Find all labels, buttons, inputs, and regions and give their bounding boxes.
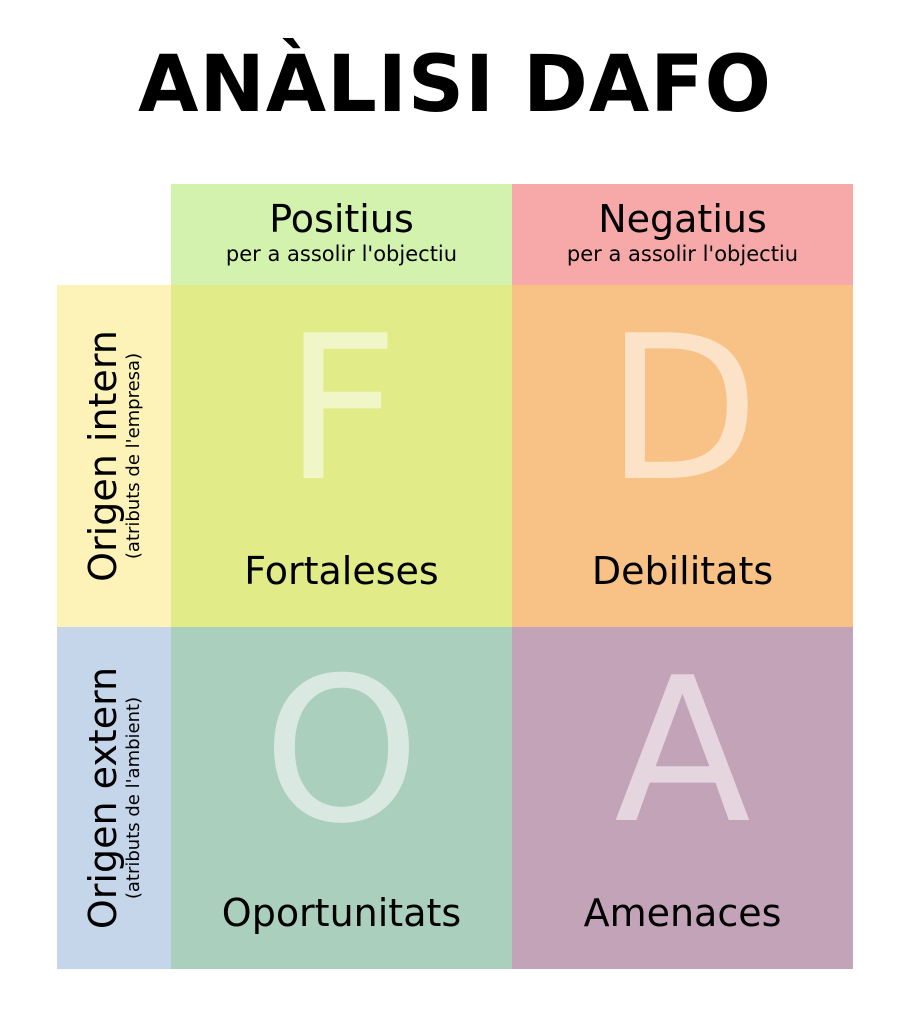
cell-label: Debilitats	[591, 549, 774, 593]
cell-opportunities: O Oportunitats	[171, 627, 512, 969]
cell-strengths: F Fortaleses	[171, 285, 512, 627]
cell-label: Amenaces	[583, 891, 782, 935]
cell-weaknesses: D Debilitats	[512, 285, 853, 627]
row-header-internal: Origen intern (atributs de l'empresa)	[57, 285, 171, 627]
column-header-negative: Negatius per a assolir l'objectiu	[512, 184, 853, 285]
row-label: Origen intern	[81, 330, 125, 582]
column-header-positive: Positius per a assolir l'objectiu	[171, 184, 512, 285]
cell-label: Oportunitats	[221, 891, 462, 935]
cell-letter: F	[283, 293, 400, 526]
cell-letter: D	[605, 293, 760, 526]
row-header-external: Origen extern (atributs de l'ambient)	[57, 627, 171, 969]
cell-letter: A	[614, 635, 751, 868]
cell-label: Fortaleses	[244, 549, 439, 593]
row-label: Origen extern	[81, 666, 125, 930]
cell-letter: O	[262, 635, 421, 868]
row-sublabel: (atributs de l'ambient)	[123, 696, 144, 900]
column-sublabel: per a assolir l'objectiu	[566, 242, 799, 266]
column-sublabel: per a assolir l'objectiu	[225, 242, 458, 266]
row-sublabel: (atributs de l'empresa)	[123, 352, 144, 560]
diagram-title: ANÀLISI DAFO	[138, 40, 772, 130]
cell-threats: A Amenaces	[512, 627, 853, 969]
column-label: Positius	[269, 197, 414, 241]
column-label: Negatius	[598, 197, 767, 241]
